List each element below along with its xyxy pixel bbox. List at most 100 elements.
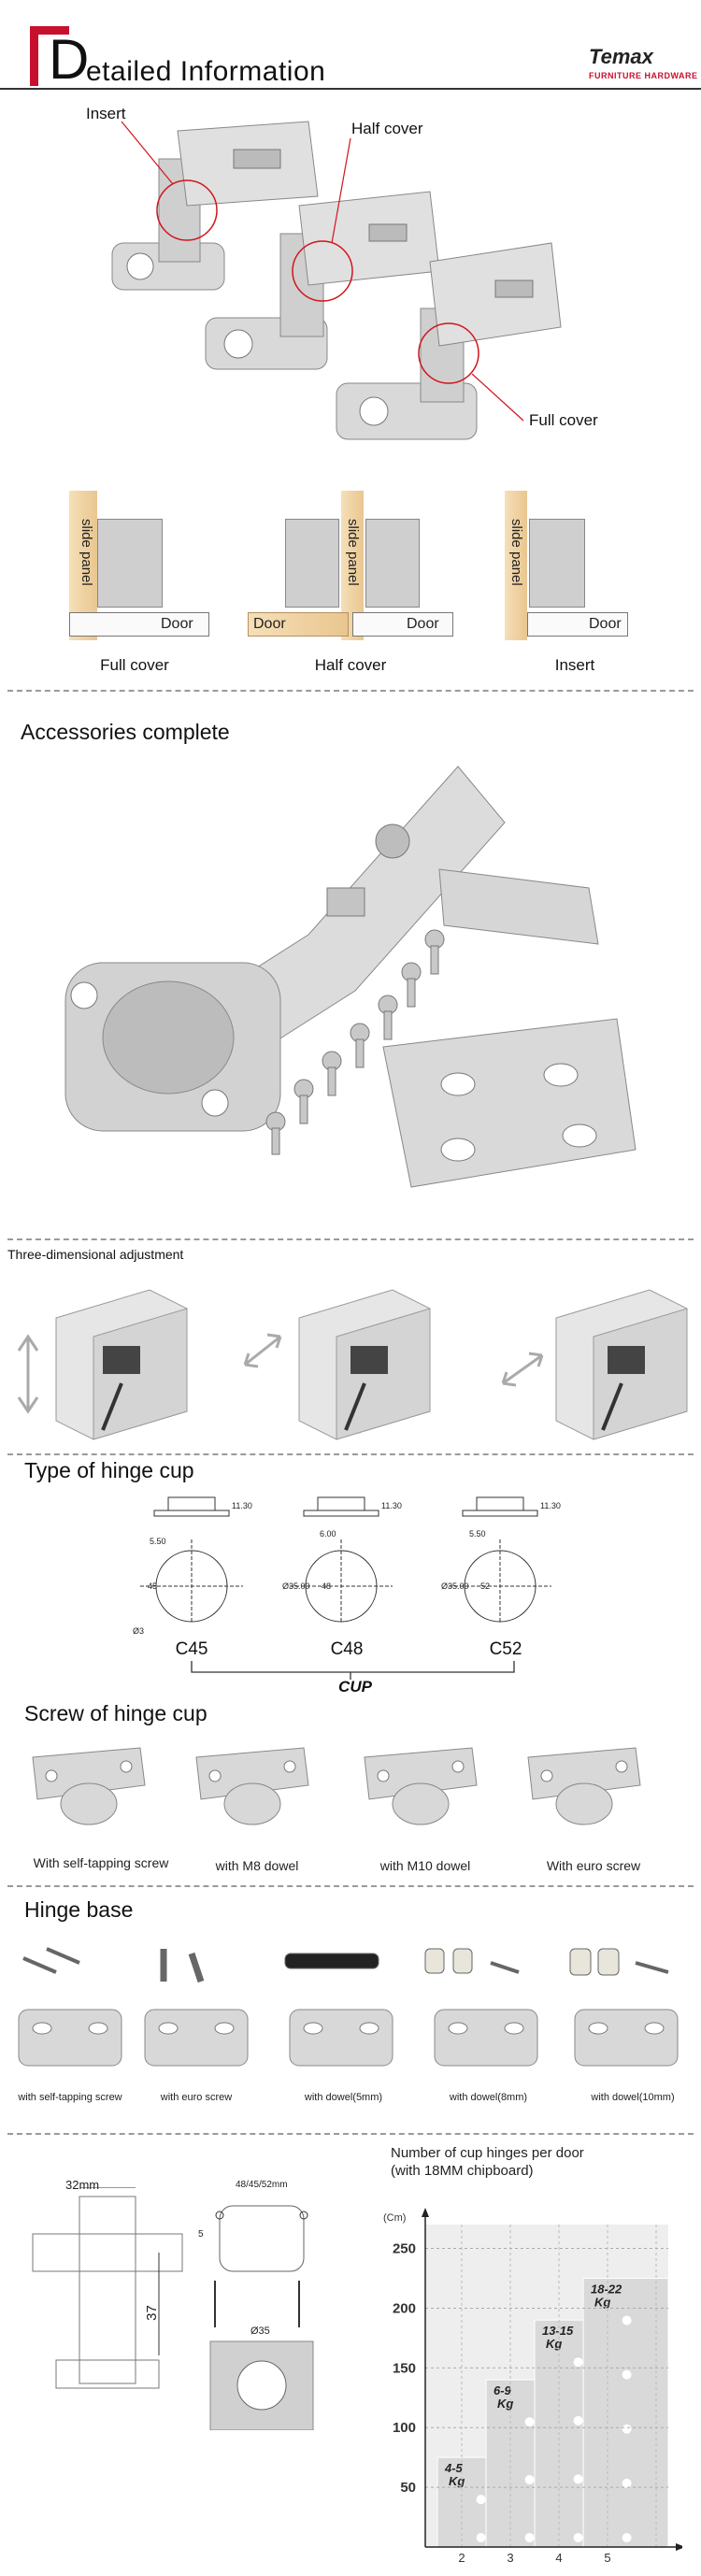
cup-diameter-dim: Ø35.00 — [282, 1581, 310, 1591]
cup-outline — [290, 1496, 393, 1624]
cup-name-c45: C45 — [175, 1639, 208, 1659]
chart-hinge-dot — [622, 2315, 632, 2326]
chart-y-tick-label: 100 — [393, 2420, 416, 2436]
chart-hinge-dot — [573, 2474, 583, 2484]
cup-drawing-c52: 11.30 5.50 Ø35.00 52 — [439, 1488, 579, 1647]
cup-diameter-dim: Ø35 — [250, 2326, 270, 2337]
chart-y-arrow — [422, 2208, 429, 2217]
cup-brace-label: CUP — [338, 1678, 372, 1696]
cup-side-dim: 5.50 — [469, 1529, 486, 1538]
adjustment-height — [17, 1289, 188, 1440]
door-label: Door — [589, 616, 622, 632]
chart-hinge-dot — [476, 2495, 486, 2505]
hinge-block — [97, 519, 163, 608]
chart-y-tick-label: 150 — [393, 2360, 416, 2376]
chart-step-unit-3: Kg — [497, 2397, 513, 2411]
section-divider — [7, 1238, 694, 1240]
chart-x-tick-label: 2 — [458, 2551, 465, 2565]
cup-outline — [140, 1496, 243, 1624]
side-panel-label: slide panel — [79, 519, 94, 586]
header-divider — [0, 88, 701, 90]
cup-depth-dim: 11.30 — [540, 1501, 561, 1510]
door-panel — [527, 612, 628, 637]
hinge-base-label-3: with dowel(5mm) — [304, 2092, 383, 2103]
adjustment-illustrations — [17, 1289, 688, 1440]
callout-full-cover: Full cover — [529, 411, 598, 429]
hinge-count-chart: 4-5Kg6-9Kg13-15Kg18-22Kg(Cm)501001502002… — [383, 2208, 682, 2565]
header-title-initial: D — [49, 28, 90, 91]
door-right-label: Door — [407, 616, 439, 632]
door-panel — [69, 612, 209, 637]
cup-depth-dim: 11.30 — [381, 1501, 402, 1510]
hinge-block — [529, 519, 585, 608]
hinge-insert-photo — [111, 121, 319, 291]
hinge-base-label-5: with dowel(10mm) — [591, 2092, 675, 2103]
cup-name-c48: C48 — [330, 1639, 364, 1659]
side-panel — [505, 491, 527, 640]
accessories-photo — [64, 766, 637, 1188]
chart-hinge-dot — [622, 2369, 632, 2380]
cup-screw-label-2: with M8 dowel — [215, 1858, 299, 1873]
hinge-full-cover-photo — [336, 242, 562, 440]
cup-name-c52: C52 — [489, 1639, 522, 1659]
insert-diagram: slide panel Door — [505, 491, 631, 640]
chart-y-axis-label: (Cm) — [383, 2212, 406, 2224]
full-cover-diagram: slide panel Door — [69, 491, 209, 640]
cup-outline — [449, 1496, 551, 1624]
chart-hinge-dot — [573, 2415, 583, 2426]
side-panel-label: slide panel — [345, 519, 361, 586]
chart-step-label-5: 18-22 — [591, 2283, 622, 2297]
hinge-base-title: Hinge base — [24, 1897, 134, 1922]
chart-x-arrow — [676, 2543, 682, 2551]
door-left — [248, 612, 349, 637]
hinge-block-right — [365, 519, 420, 608]
plate-height-dim: 37 — [143, 2305, 160, 2321]
brand-logo-subtitle: FURNITURE HARDWARE — [589, 71, 698, 80]
chart-hinge-dot — [573, 2357, 583, 2368]
cup-pin-dim: Ø3 — [133, 1626, 145, 1636]
hinge-base-label-1: with self-tapping screw — [18, 2092, 122, 2103]
chart-hinge-dot — [476, 2533, 486, 2542]
chart-title: Number of cup hinges per door (with 18MM… — [391, 2145, 584, 2179]
caption-half-cover: Half cover — [314, 656, 387, 674]
callout-half-cover: Half cover — [351, 120, 423, 137]
header-accent-top — [30, 26, 69, 35]
cup-offset-dim: 48/45/52mm — [236, 2180, 288, 2190]
section-divider — [7, 1453, 694, 1455]
chart-x-tick-label: 5 — [604, 2551, 610, 2565]
door-left-label: Door — [253, 616, 286, 632]
cup-depth-dim: 11.30 — [232, 1501, 252, 1510]
cup-screw-photos — [32, 1747, 641, 1825]
section-divider — [7, 2133, 694, 2135]
cup-height-dim: 45 — [148, 1581, 158, 1591]
chart-hinge-dot — [622, 2478, 632, 2488]
chart-hinge-dot — [524, 2475, 535, 2485]
door-label: Door — [161, 616, 193, 632]
chart-step-label-3: 6-9 — [494, 2383, 512, 2397]
side-dim: 5 — [198, 2229, 204, 2240]
cup-screw-title: Screw of hinge cup — [24, 1701, 207, 1725]
half-cover-diagram: slide panel Door Door — [248, 491, 453, 640]
chart-hinge-dot — [573, 2533, 583, 2542]
cup-height-dim: 52 — [480, 1581, 491, 1591]
cup-screw-label-3: with M10 dowel — [379, 1858, 471, 1873]
chart-step-label-2: 4-5 — [444, 2461, 464, 2475]
adjustment-depth — [243, 1289, 431, 1440]
chart-y-tick-label: 200 — [393, 2300, 416, 2316]
cup-bore-drawing — [209, 2205, 314, 2430]
brand-logo: Temax — [589, 45, 653, 68]
caption-insert: Insert — [554, 656, 595, 674]
section-divider — [7, 1885, 694, 1887]
chart-y-tick-label: 250 — [393, 2241, 416, 2257]
hinge-base-photos — [18, 1947, 679, 2067]
side-panel-label: slide panel — [508, 519, 524, 586]
chart-hinge-dot — [524, 2417, 535, 2427]
cup-drawing-c45: 11.30 5.50 45 Ø3 — [131, 1488, 271, 1647]
cup-type-title: Type of hinge cup — [24, 1458, 194, 1482]
adjustment-side — [501, 1289, 688, 1440]
cup-side-dim: 5.50 — [150, 1537, 166, 1546]
chart-step-label-4: 13-15 — [542, 2324, 574, 2338]
callout-insert: Insert — [86, 105, 126, 122]
cup-height-dim: 48 — [322, 1581, 332, 1591]
hinge-types-illustration — [111, 121, 562, 440]
